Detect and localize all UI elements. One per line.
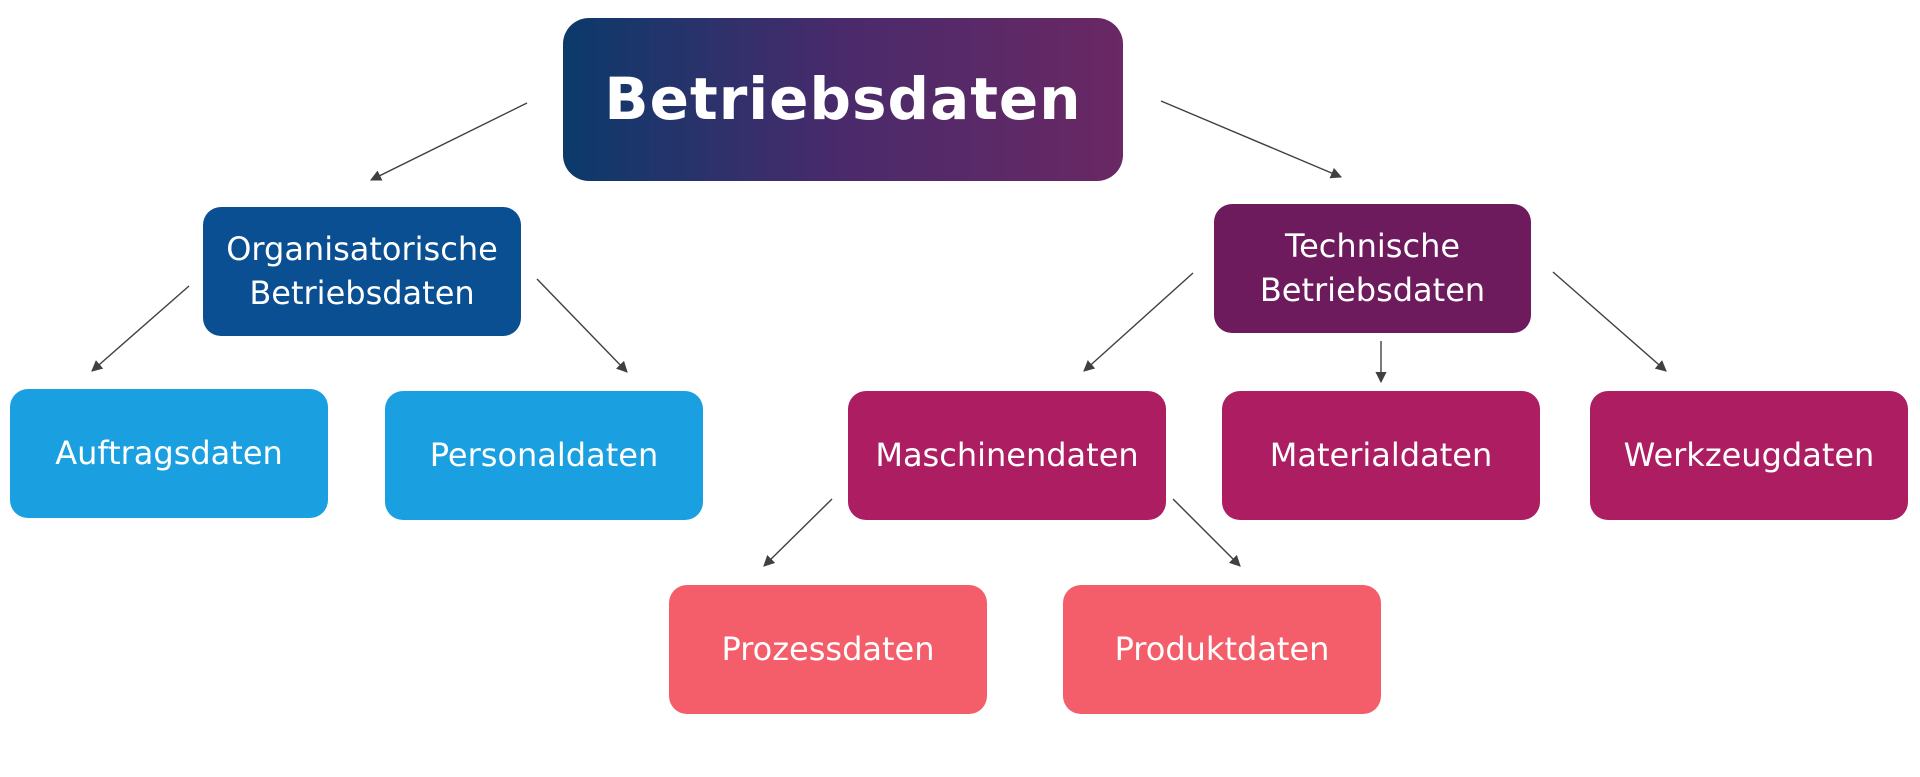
- node-auftragsdaten-label: Auftragsdaten: [55, 433, 283, 472]
- node-prozessdaten-label: Prozessdaten: [721, 629, 935, 668]
- node-werkzeugdaten: Werkzeugdaten: [1590, 391, 1908, 520]
- node-materialdaten: Materialdaten: [1222, 391, 1540, 520]
- arrow-maschinendaten-to-prozessdaten: [763, 498, 833, 567]
- node-prozessdaten: Prozessdaten: [669, 585, 987, 714]
- node-organisatorische-label-line2: Betriebsdaten: [249, 273, 475, 312]
- node-maschinendaten-label: Maschinendaten: [875, 435, 1139, 474]
- node-werkzeugdaten-label: Werkzeugdaten: [1623, 435, 1875, 474]
- arrow-root-to-technisch: [1160, 100, 1343, 179]
- arrow-organisatorisch-to-personaldaten: [536, 278, 628, 373]
- arrow-organisatorisch-to-auftragsdaten: [91, 285, 190, 372]
- node-maschinendaten: Maschinendaten: [848, 391, 1166, 520]
- node-technische-betriebsdaten: Technische Betriebsdaten: [1214, 204, 1531, 333]
- node-organisatorische-betriebsdaten: Organisatorische Betriebsdaten: [203, 207, 521, 336]
- node-auftragsdaten: Auftragsdaten: [10, 389, 328, 518]
- node-betriebsdaten-label: Betriebsdaten: [604, 65, 1082, 134]
- arrow-maschinendaten-to-produktdaten: [1172, 498, 1241, 567]
- node-personaldaten-label: Personaldaten: [429, 435, 659, 474]
- node-personaldaten: Personaldaten: [385, 391, 703, 520]
- arrow-root-to-organisatorisch: [369, 102, 528, 181]
- node-materialdaten-label: Materialdaten: [1269, 435, 1493, 474]
- node-technische-label-line1: Technische: [1284, 227, 1461, 266]
- node-organisatorische-label-line1: Organisatorische: [226, 230, 498, 269]
- node-produktdaten-label: Produktdaten: [1114, 629, 1330, 668]
- node-produktdaten: Produktdaten: [1063, 585, 1381, 714]
- arrow-technisch-to-werkzeugdaten: [1552, 271, 1667, 372]
- node-betriebsdaten: Betriebsdaten: [563, 18, 1123, 181]
- node-technische-label-line2: Betriebsdaten: [1259, 270, 1486, 309]
- arrow-technisch-to-maschinendaten: [1083, 272, 1194, 372]
